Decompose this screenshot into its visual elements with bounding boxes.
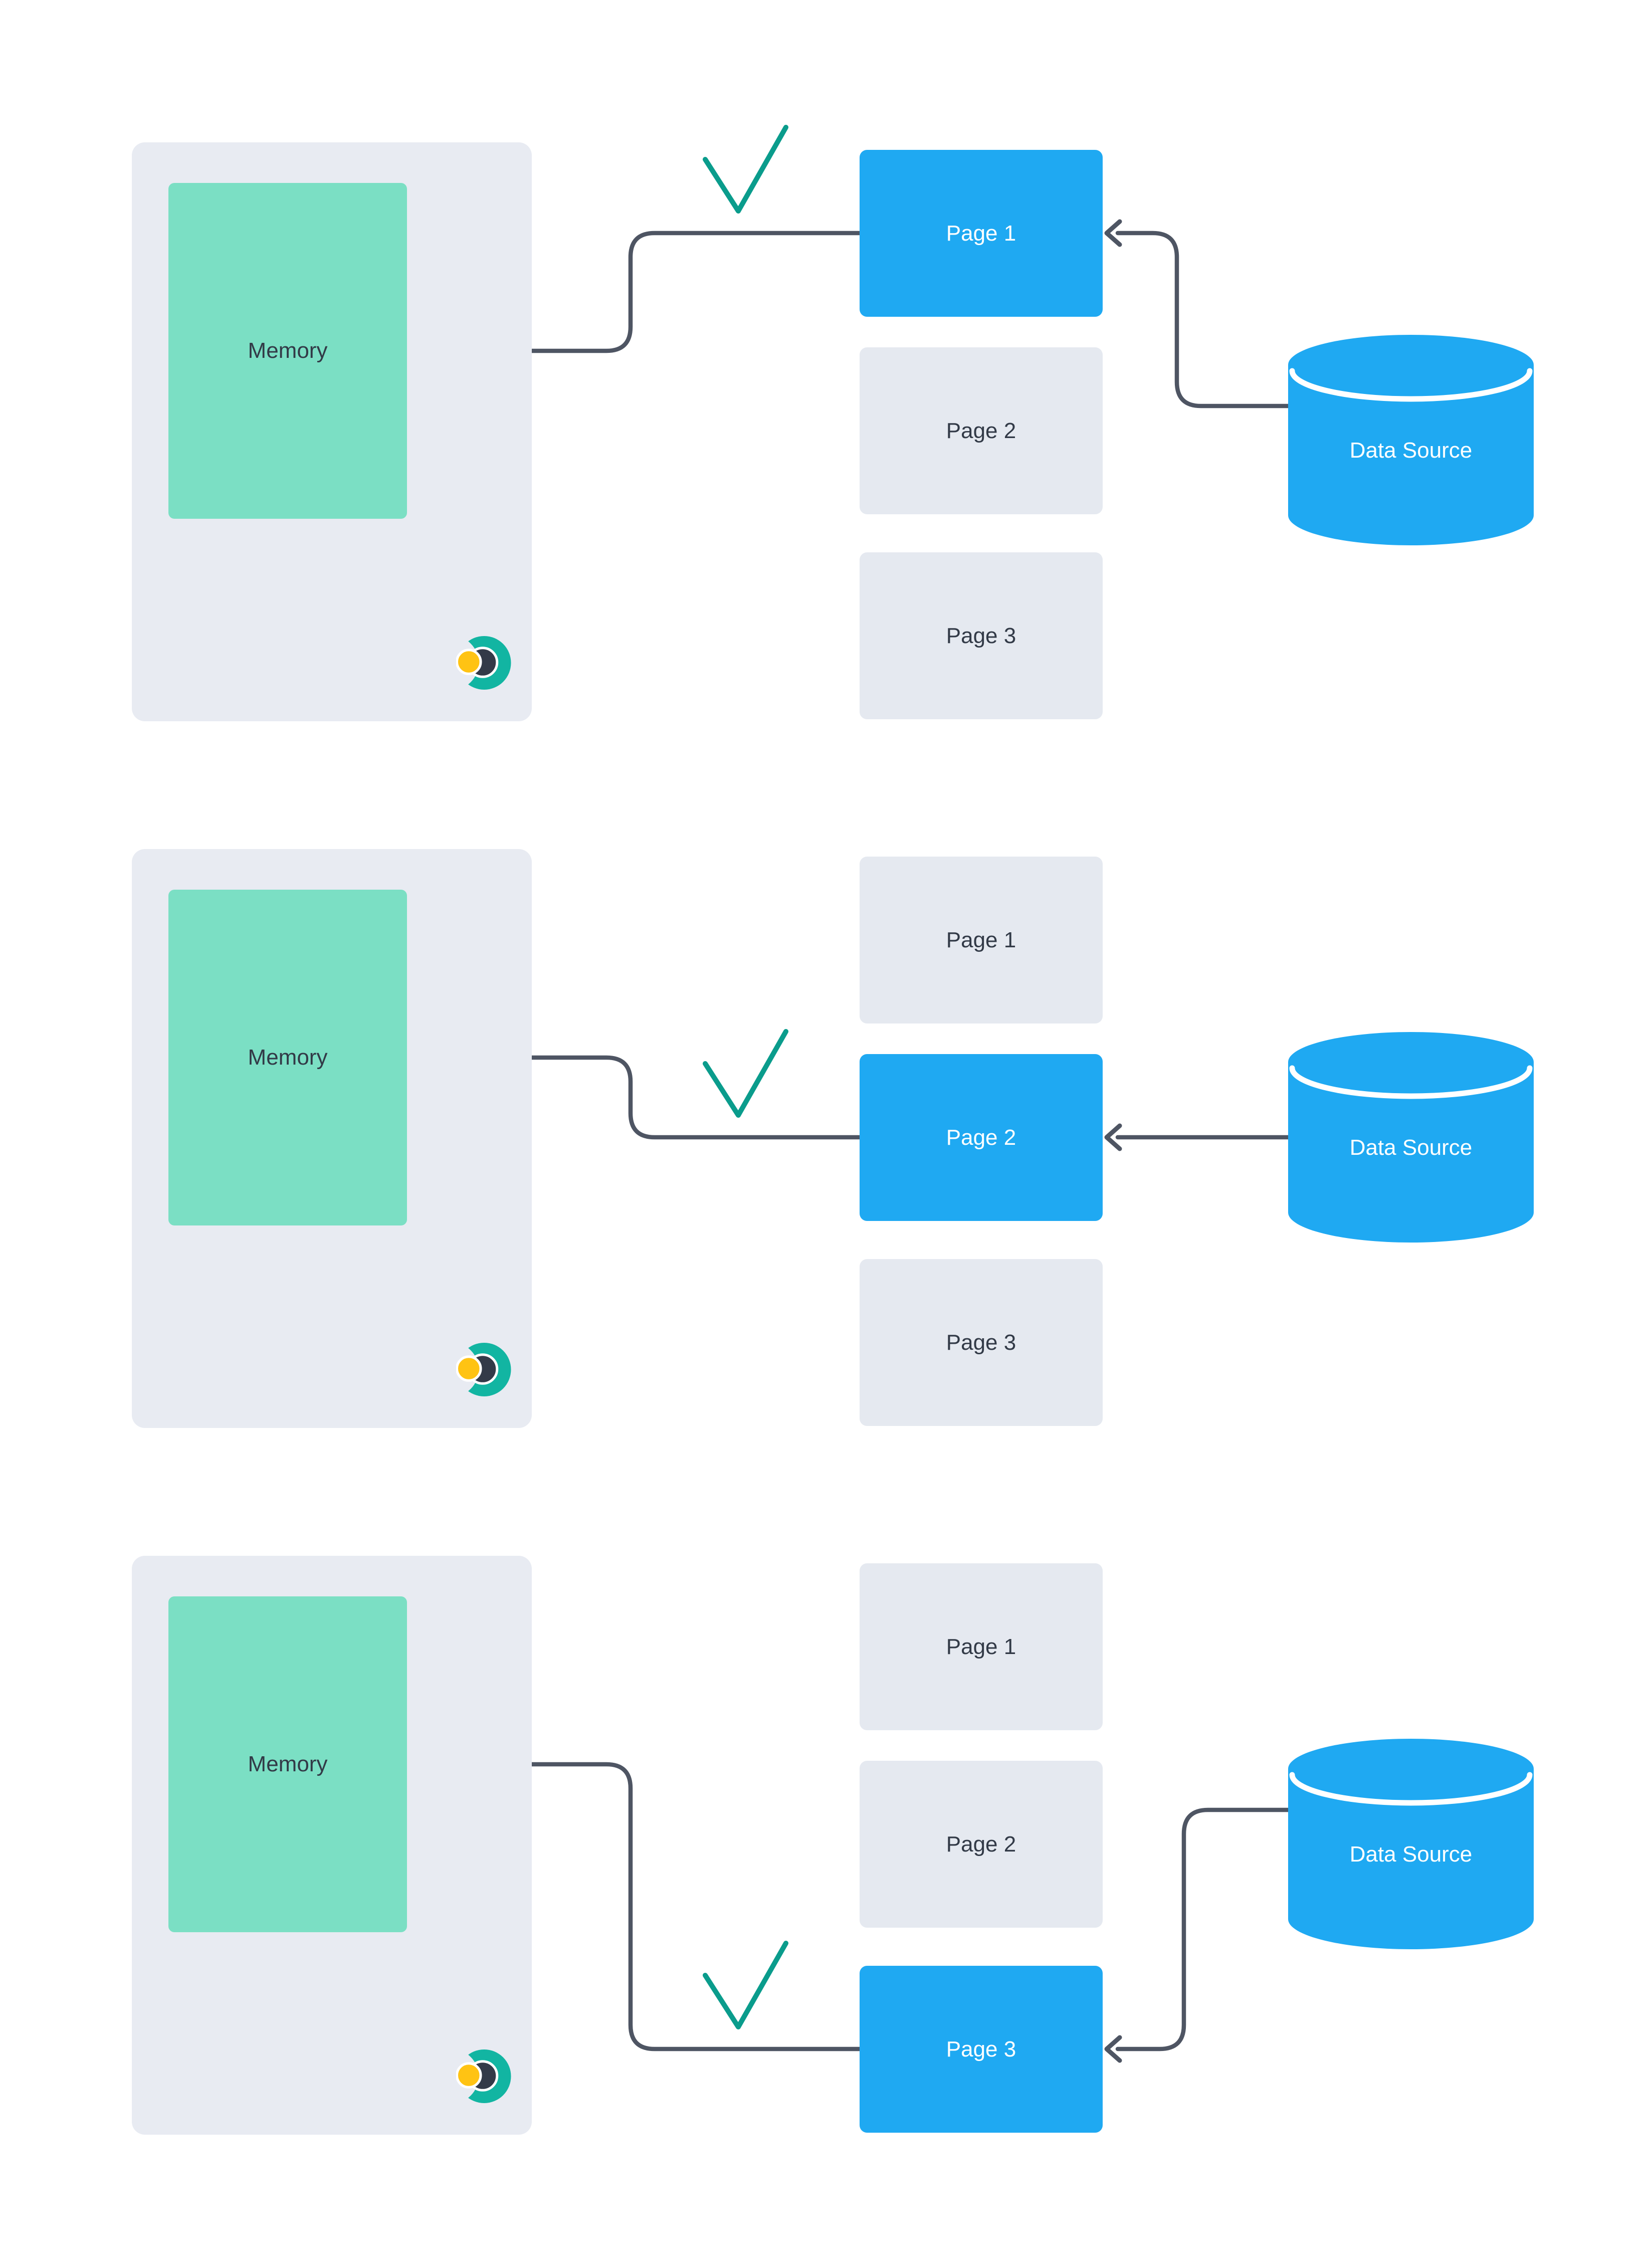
page-label: Page 2 — [946, 1125, 1016, 1150]
memory-label: Memory — [248, 338, 328, 363]
algodaily-logo-icon — [456, 2049, 511, 2104]
page-label: Page 1 — [946, 221, 1016, 246]
left-arrow-icon — [1104, 1123, 1122, 1151]
memory-panel: Memory — [132, 849, 532, 1428]
checkmark-icon — [703, 1029, 788, 1118]
page-box: Page 2 — [860, 1761, 1103, 1928]
memory-panel: Memory — [132, 142, 532, 721]
page-label: Page 3 — [946, 1330, 1016, 1355]
arrow-datasource-to-page1 — [1115, 231, 1291, 408]
database-cylinder-icon: Data Source — [1288, 1739, 1534, 1949]
memory-panel: Memory — [132, 1556, 532, 2135]
page-label: Page 2 — [946, 1831, 1016, 1857]
data-source-label: Data Source — [1349, 1135, 1473, 1160]
page-box: Page 1 — [860, 857, 1103, 1023]
checkmark-icon — [703, 125, 788, 214]
left-arrow-icon — [1104, 219, 1122, 247]
data-source-label: Data Source — [1349, 1842, 1473, 1867]
memory-label: Memory — [248, 1045, 328, 1070]
page-label: Page 1 — [946, 927, 1016, 952]
page-box: Page 1 — [860, 150, 1103, 317]
memory-label: Memory — [248, 1752, 328, 1776]
page-label: Page 1 — [946, 1634, 1016, 1659]
page-box: Page 1 — [860, 1563, 1103, 1730]
checkmark-icon — [703, 1941, 788, 2029]
page-box: Page 3 — [860, 1966, 1103, 2133]
algodaily-logo-icon — [456, 636, 511, 690]
memory-box: Memory — [168, 183, 407, 519]
database-cylinder-icon: Data Source — [1288, 335, 1534, 545]
arrow-datasource-to-page3 — [1115, 1807, 1291, 2051]
cylinder-shape — [1288, 335, 1534, 545]
data-source-label: Data Source — [1349, 438, 1473, 463]
page-label: Page 3 — [946, 623, 1016, 648]
page-box: Page 3 — [860, 1259, 1103, 1426]
cylinder-shape — [1288, 1739, 1534, 1949]
page-box: Page 2 — [860, 347, 1103, 514]
memory-box: Memory — [168, 1596, 407, 1932]
page-label: Page 3 — [946, 2036, 1016, 2062]
left-arrow-icon — [1104, 2035, 1122, 2063]
database-cylinder-icon: Data Source — [1288, 1032, 1534, 1243]
memory-box: Memory — [168, 890, 407, 1225]
page-box: Page 3 — [860, 552, 1103, 719]
algodaily-logo-icon — [456, 1342, 511, 1397]
page-label: Page 2 — [946, 418, 1016, 443]
page-box: Page 2 — [860, 1054, 1103, 1221]
cylinder-shape — [1288, 1032, 1534, 1243]
